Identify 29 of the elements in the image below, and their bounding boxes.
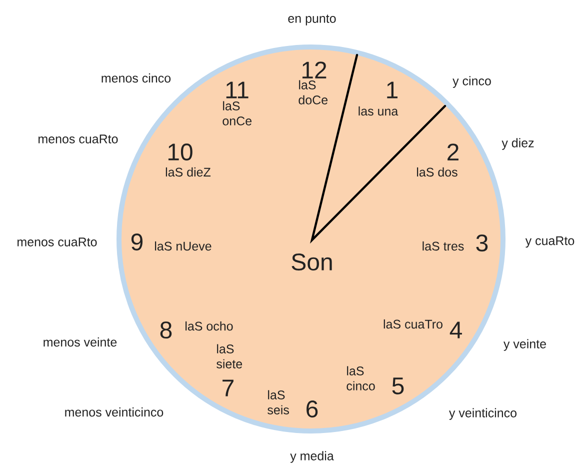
- hour-name: laS seis: [268, 390, 289, 414]
- hour-name: laS siete: [216, 344, 242, 368]
- hour-name: laS onCe: [222, 101, 252, 126]
- time-phrase: y cinco: [452, 76, 491, 88]
- hour-number: 12: [302, 62, 326, 78]
- hour-name: las una: [358, 106, 398, 116]
- hour-number: 6: [306, 400, 318, 418]
- hour-name: laS dieZ: [166, 167, 211, 177]
- hour-number: 8: [160, 322, 172, 338]
- hour-number: 7: [222, 380, 234, 396]
- hour-number: 11: [226, 82, 248, 98]
- time-phrase: en punto: [288, 14, 336, 26]
- hour-number: 10: [168, 144, 192, 160]
- hour-number: 4: [450, 322, 462, 338]
- hour-number: 5: [392, 378, 404, 394]
- hour-number: 9: [131, 234, 143, 250]
- hour-number: 1: [387, 82, 398, 98]
- hour-number: 3: [476, 234, 488, 252]
- time-phrase: y cuaRto: [525, 236, 574, 248]
- time-phrase: y media: [290, 451, 334, 463]
- hour-name: laS dos: [417, 167, 458, 177]
- hour-number: 2: [448, 144, 458, 160]
- hour-name: laS doCe: [298, 80, 328, 104]
- hour-name: laS ocho: [186, 321, 233, 331]
- hour-name: laS tres: [422, 241, 464, 251]
- hour-name: laS cinco: [346, 366, 375, 390]
- time-phrase: menos cuaRto: [18, 238, 97, 246]
- hour-name: laS cuaTro: [384, 319, 442, 329]
- hour-name: laS nUeve: [155, 241, 212, 251]
